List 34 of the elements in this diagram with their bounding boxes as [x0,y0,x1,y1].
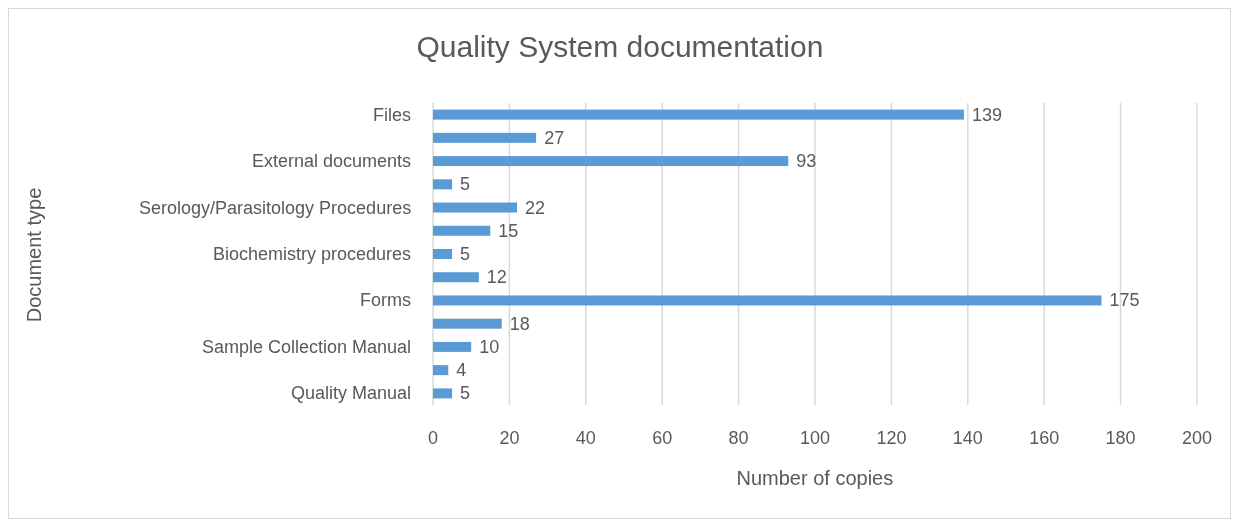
value-label: 22 [525,197,546,218]
value-label: 5 [460,244,471,264]
value-label: 4 [456,360,467,381]
category-label: Sample Collection Manual [202,336,412,357]
axis-tick-label: 160 [1029,428,1060,448]
category-label: External documents [252,151,412,172]
axis-tick-label: 60 [652,428,673,448]
axis-tick-label: 100 [800,428,831,448]
axis-tick-label: 200 [1182,428,1213,448]
category-label: Forms [360,290,411,311]
axis-tick-label: 40 [575,428,596,448]
value-label: 175 [1109,290,1140,311]
category-label: Quality Manual [291,383,412,404]
axis-tick-label: 140 [952,428,983,448]
category-label: Biochemistry procedures [213,244,412,264]
value-label: 10 [479,336,500,357]
axis-title: Document type [21,187,46,323]
value-label: 18 [509,313,530,334]
value-label: 15 [498,220,519,241]
value-label: 5 [460,383,471,404]
value-label: 27 [544,127,565,148]
axis-tick-label: 20 [499,428,520,448]
value-label: 12 [486,267,507,288]
value-label: 139 [971,104,1002,125]
axis-tick-label: 180 [1105,428,1136,448]
axis-tick-label: 0 [428,428,438,448]
value-label: 5 [460,174,471,195]
axis-tick-label: 80 [728,428,749,448]
category-label: Serology/Parasitology Procedures [139,197,412,218]
axis-tick-label: 120 [876,428,907,448]
axis-title: Number of copies [736,466,894,490]
chart-title: Quality System documentation [416,30,824,64]
category-label: Files [373,104,411,125]
value-label: 93 [796,151,817,172]
